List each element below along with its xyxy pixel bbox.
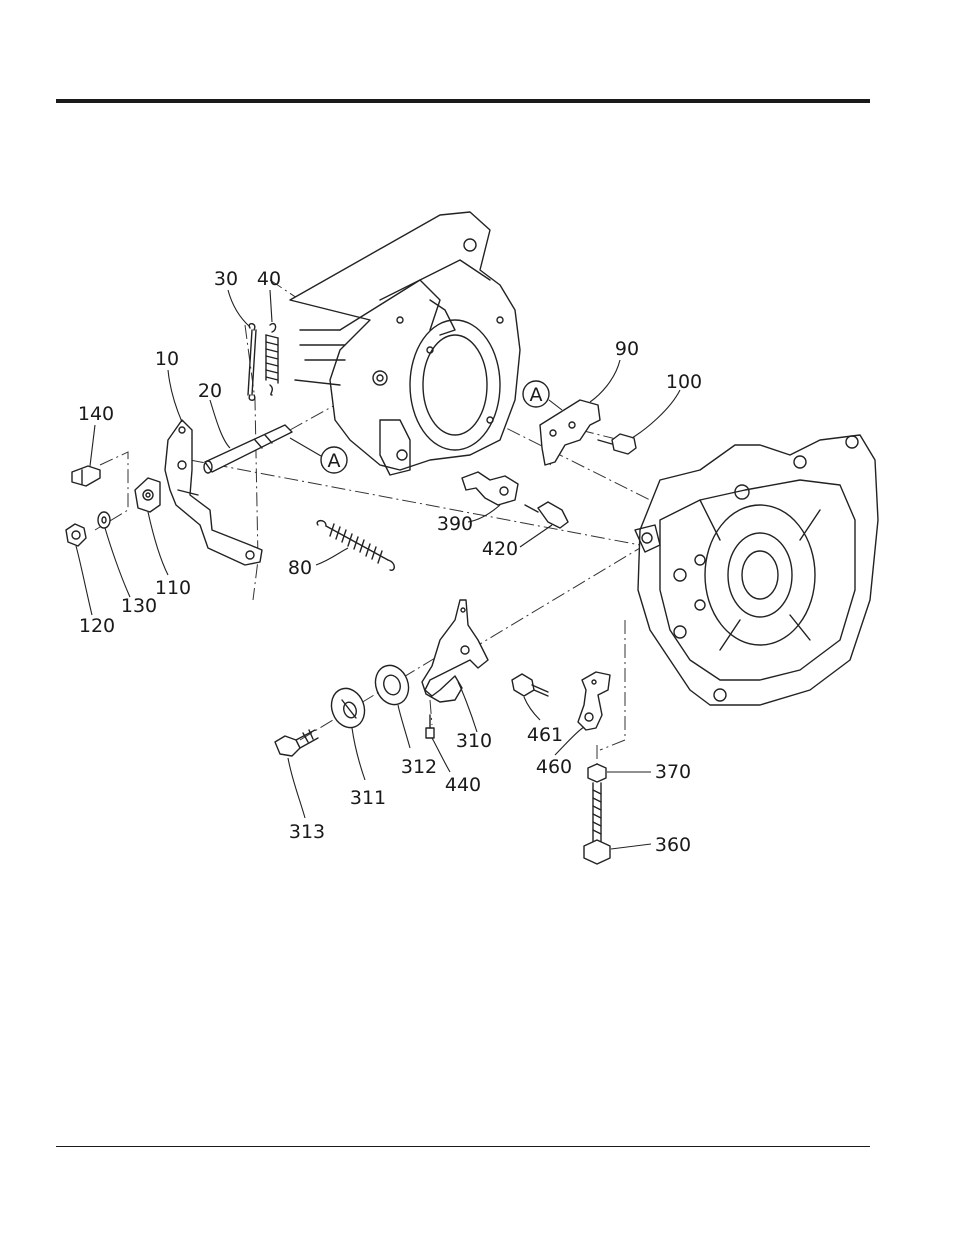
spring-80 [317, 521, 394, 571]
clamp-390 [462, 472, 518, 505]
nut-370 [588, 764, 606, 782]
washer-312 [370, 661, 414, 710]
callout-40: 40 [257, 268, 281, 290]
bolt-461 [512, 674, 548, 696]
callout-390: 390 [437, 513, 473, 535]
callout-100: 100 [666, 371, 702, 393]
callout-10: 10 [155, 348, 179, 370]
bolt-100 [598, 434, 636, 454]
spring-rod-30 [248, 324, 256, 401]
governor-shaft-20 [204, 425, 292, 473]
callout-312: 312 [401, 756, 437, 778]
callout-461: 461 [527, 724, 563, 746]
bolt-360 [584, 783, 610, 864]
callout-311: 311 [350, 787, 386, 809]
callout-420: 420 [482, 538, 518, 560]
reference-marker-a-2: A [523, 381, 562, 410]
callout-440: 440 [445, 774, 481, 796]
lever-310 [422, 600, 488, 702]
crankcase [290, 212, 520, 475]
reference-marker-text: A [530, 384, 543, 406]
callout-310: 310 [456, 730, 492, 752]
bracket-460 [578, 672, 610, 730]
callout-110: 110 [155, 577, 191, 599]
callout-370: 370 [655, 761, 691, 783]
screw-440 [426, 715, 434, 738]
nut-120 [66, 524, 86, 546]
crankcase-cover [635, 435, 878, 705]
washer-130 [98, 512, 110, 528]
callout-20: 20 [198, 380, 222, 402]
callout-360: 360 [655, 834, 691, 856]
callout-140: 140 [78, 403, 114, 425]
reference-marker-a-1: A [290, 438, 347, 473]
callout-313: 313 [289, 821, 325, 843]
bolt-313 [275, 730, 318, 756]
callout-80: 80 [288, 557, 312, 579]
callout-90: 90 [615, 338, 639, 360]
washer-311 [326, 684, 370, 733]
bolt-140 [72, 466, 100, 486]
callout-30: 30 [214, 268, 238, 290]
plate-110 [135, 478, 160, 512]
callout-120: 120 [79, 615, 115, 637]
spring-40 [266, 324, 278, 395]
callout-460: 460 [536, 756, 572, 778]
callout-130: 130 [121, 595, 157, 617]
reference-marker-text: A [328, 450, 341, 472]
